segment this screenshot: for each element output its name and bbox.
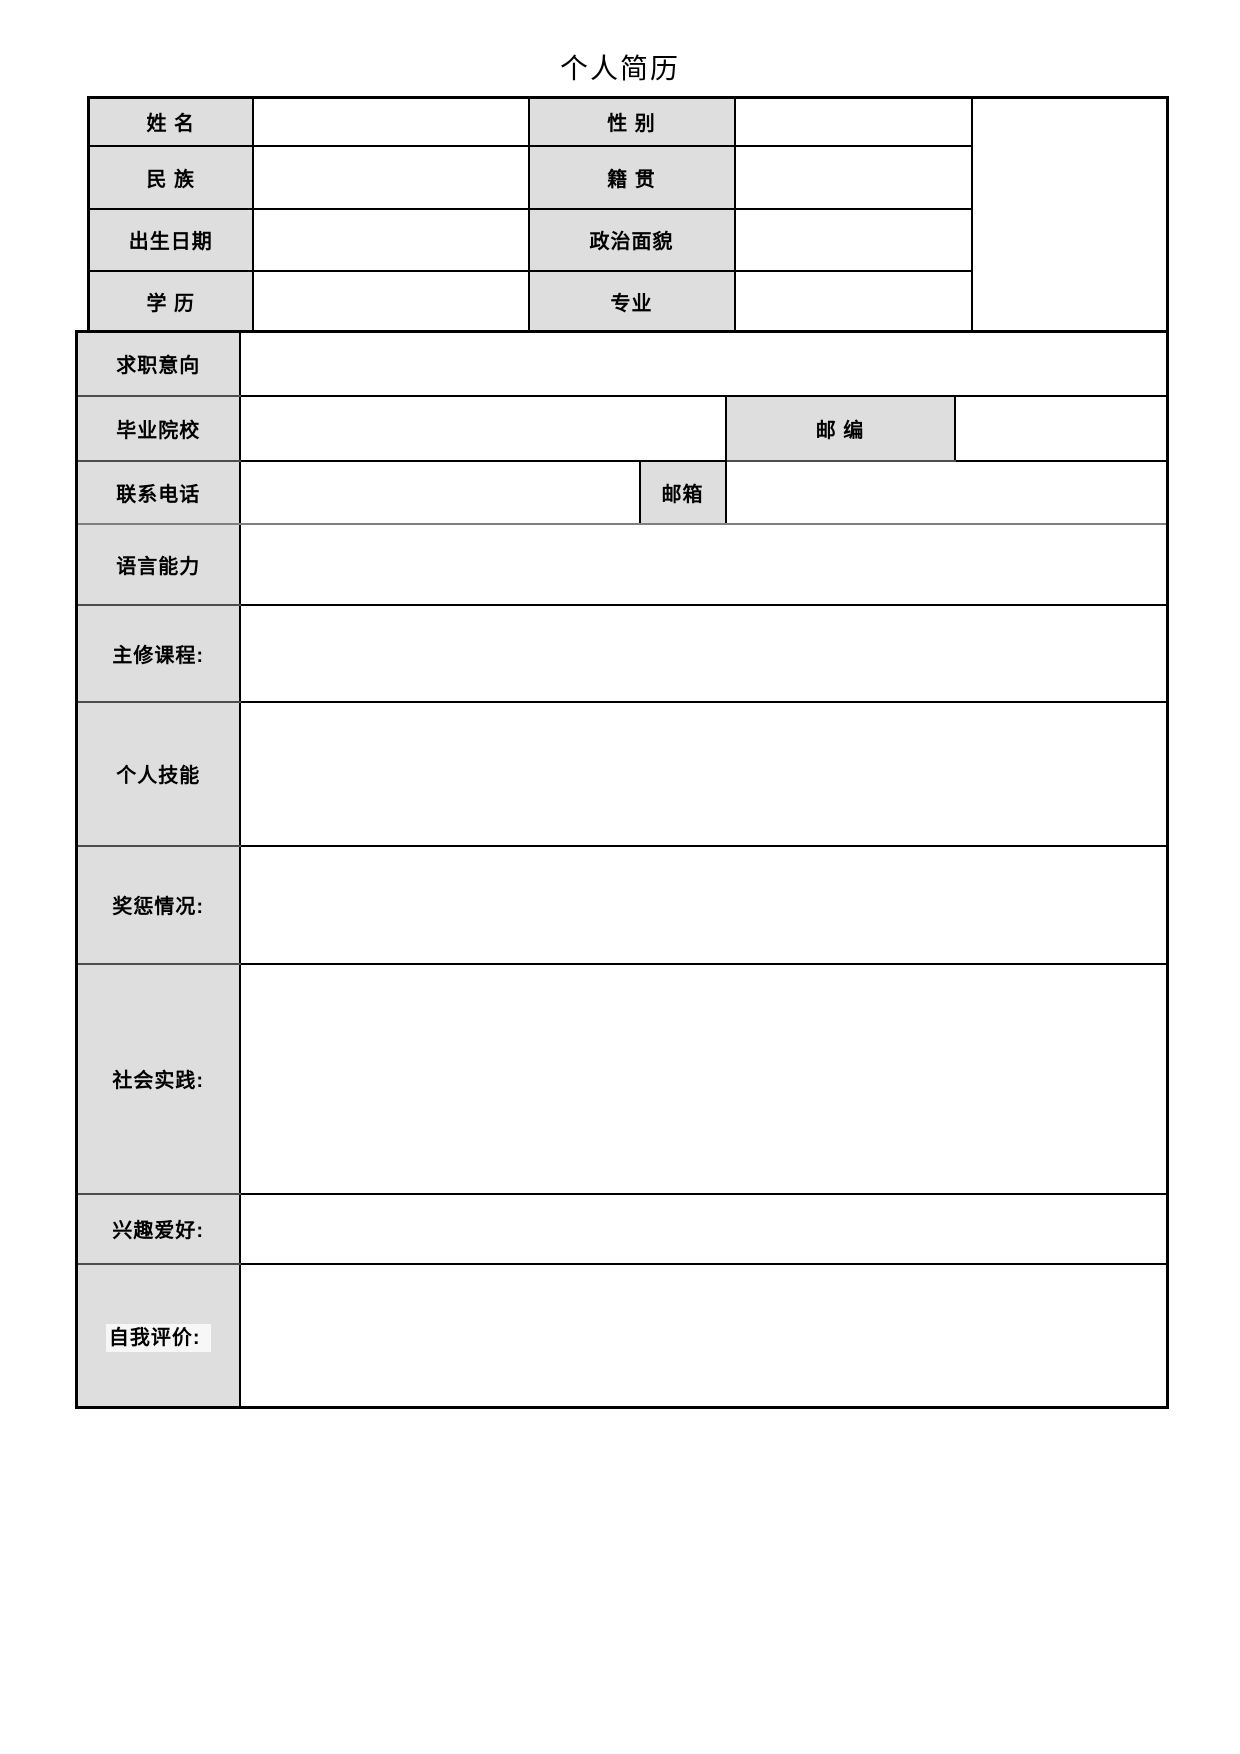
ethnicity-label: 民 族 [87,144,254,210]
hobbies-value[interactable] [238,1192,1169,1265]
table-row: 社会实践: [75,962,1169,1195]
education-label: 学 历 [87,269,254,334]
self-evaluation-value[interactable] [238,1262,1169,1409]
table-row: 姓 名 性 别 [87,96,1169,334]
postcode-value[interactable] [953,394,1169,462]
language-ability-value[interactable] [238,522,1169,606]
table-row: 奖惩情况: [75,844,1169,965]
table-row: 联系电话 邮箱 [75,459,1169,525]
political-status-value[interactable] [733,207,973,272]
awards-value[interactable] [238,844,1169,965]
gender-label: 性 别 [527,96,736,147]
job-intention-label: 求职意向 [75,330,241,397]
birth-date-value[interactable] [251,207,530,272]
phone-label: 联系电话 [75,459,241,525]
photo-area[interactable] [970,96,1169,334]
table-row: 个人技能 [75,700,1169,847]
page-title: 个人简历 [559,52,680,85]
table-row: 主修课程: [75,603,1169,703]
awards-label: 奖惩情况: [75,844,241,965]
language-ability-label: 语言能力 [75,522,241,606]
detail-table: 求职意向 毕业院校 邮 编 联系电话 邮箱 语言能力 主修课程: 个人技能 [75,330,1169,1409]
main-courses-label: 主修课程: [75,603,241,703]
table-row: 语言能力 [75,522,1169,606]
ethnicity-value[interactable] [251,144,530,210]
birth-date-label: 出生日期 [87,207,254,272]
education-value[interactable] [251,269,530,334]
native-place-value[interactable] [733,144,973,210]
personal-skills-value[interactable] [238,700,1169,847]
table-row: 兴趣爱好: [75,1192,1169,1265]
name-value[interactable] [251,96,530,147]
table-row: 民 族 籍 贯 [87,144,1168,210]
phone-value[interactable] [238,459,641,525]
table-row: 学 历 专业 [87,269,1168,334]
table-row: 毕业院校 邮 编 [75,394,1169,462]
hobbies-label: 兴趣爱好: [75,1192,241,1265]
social-practice-value[interactable] [238,962,1169,1195]
name-label: 姓 名 [87,96,254,147]
school-label: 毕业院校 [75,394,241,462]
social-practice-label: 社会实践: [75,962,241,1195]
major-value[interactable] [733,269,973,334]
email-value[interactable] [724,459,1169,525]
table-row: 出生日期 政治面貌 [87,207,1168,272]
school-value[interactable] [238,394,727,462]
postcode-label: 邮 编 [724,394,956,462]
gender-value[interactable] [733,96,973,147]
job-intention-value[interactable] [238,330,1169,397]
table-row: 求职意向 [75,330,1169,397]
basic-info-table: 姓 名 性 别 民 族 籍 贯 出生日期 政治面貌 学 历 专业 [87,96,1169,334]
main-courses-value[interactable] [238,603,1169,703]
table-row: 自我评价: [75,1262,1169,1409]
self-evaluation-label-text: 自我评价: [105,1323,211,1352]
native-place-label: 籍 贯 [527,144,736,210]
self-evaluation-label: 自我评价: [75,1262,241,1409]
personal-skills-label: 个人技能 [75,700,241,847]
major-label: 专业 [527,269,736,334]
political-status-label: 政治面貌 [527,207,736,272]
email-label: 邮箱 [638,459,727,525]
